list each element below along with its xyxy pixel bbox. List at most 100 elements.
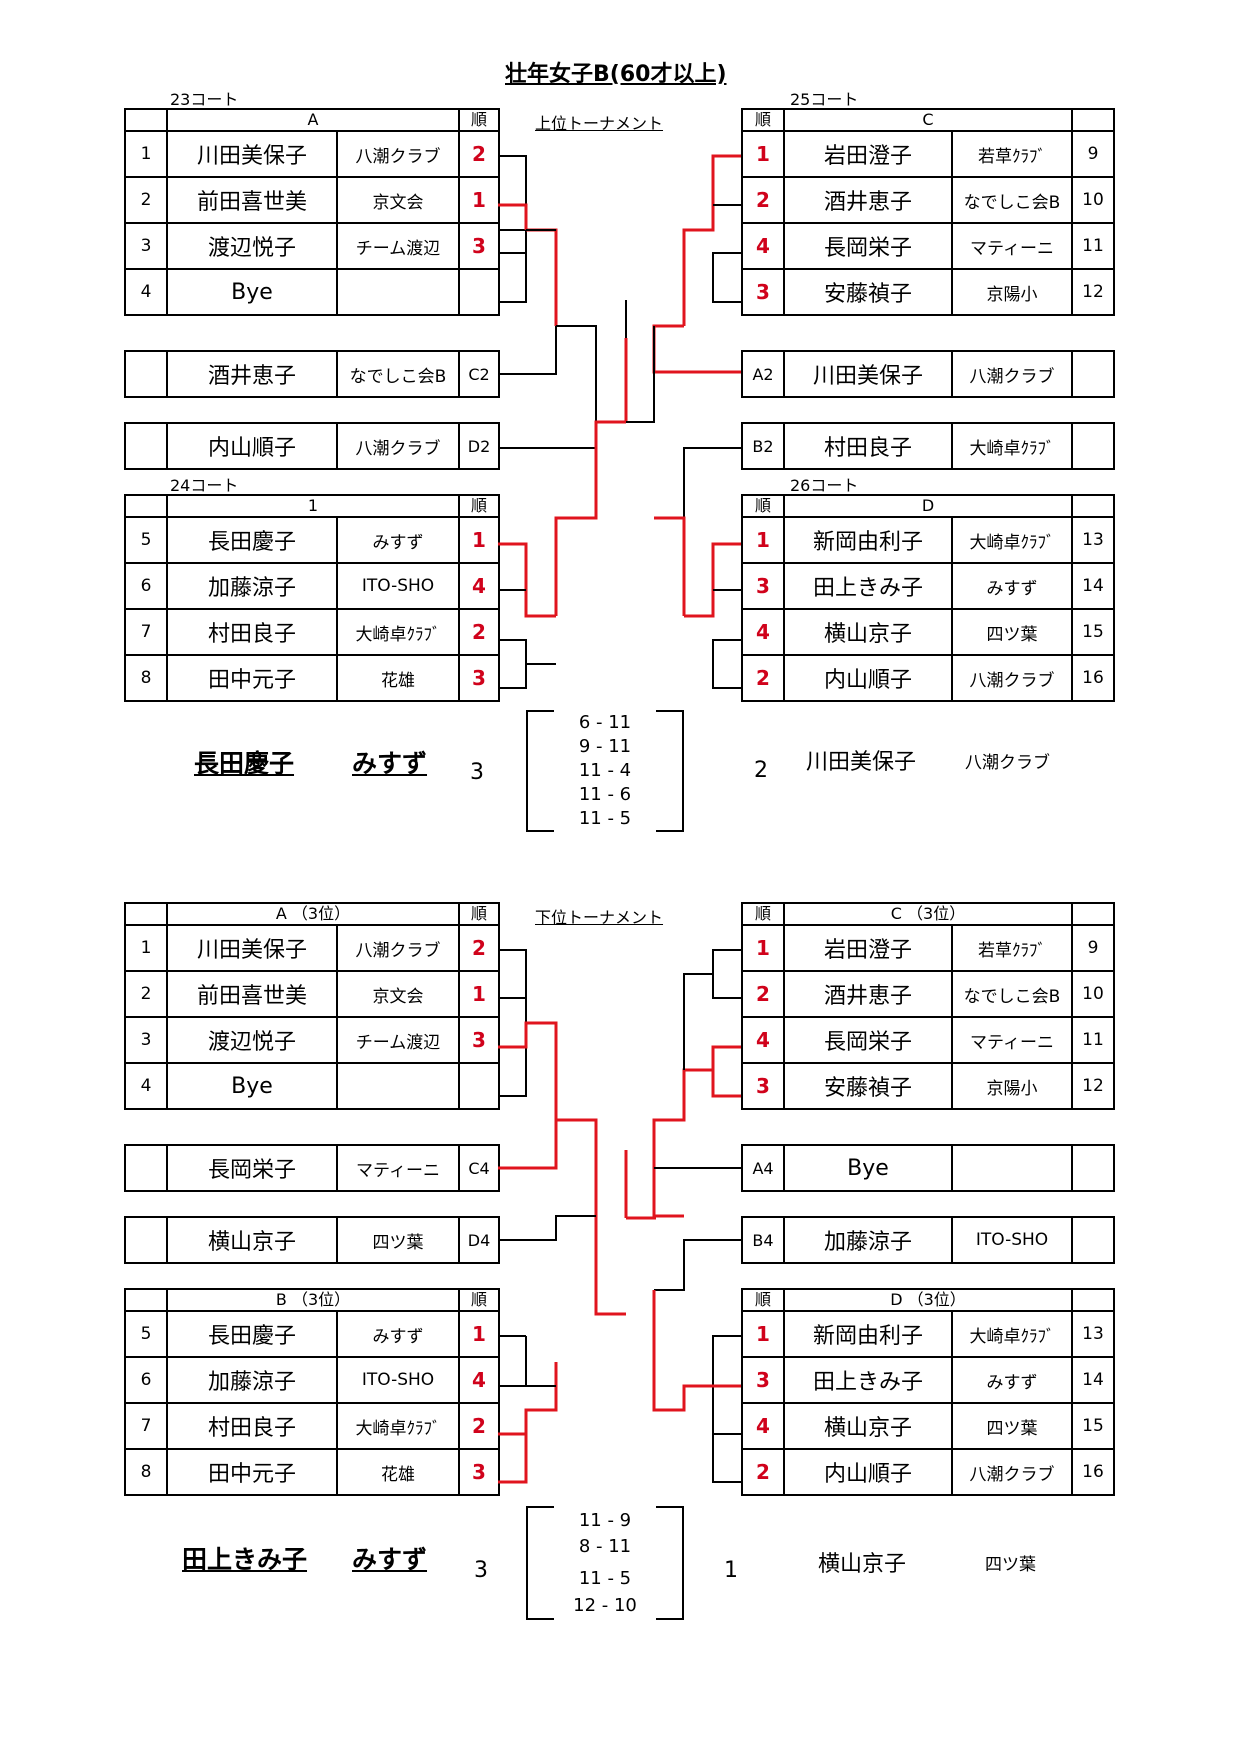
player-number: 5	[124, 1310, 168, 1358]
game-score: 11 - 5	[578, 1568, 632, 1589]
player-number: 6	[124, 562, 168, 610]
bracket-line	[712, 949, 741, 999]
player-club: ITO-SHO	[951, 1216, 1073, 1264]
final-loser-name: 横山京子	[818, 1552, 907, 1577]
player-number: 15	[1071, 1402, 1115, 1450]
player-name: 安藤禎子	[783, 268, 953, 316]
group-header: C	[783, 108, 1073, 132]
empty-cell	[1071, 1216, 1115, 1264]
player-number: 12	[1071, 1062, 1115, 1110]
player-rank: 1	[741, 130, 785, 178]
player-club: マティーニ	[951, 222, 1073, 270]
player-name: 内山順子	[783, 1448, 953, 1496]
player-club: 花雄	[336, 654, 460, 702]
player-name: 加藤涼子	[166, 562, 338, 610]
player-name: 長岡栄子	[166, 1144, 338, 1192]
rank-header: 順	[741, 1288, 785, 1312]
player-name: 横山京子	[166, 1216, 338, 1264]
player-number: 4	[124, 1062, 168, 1110]
player-rank: 3	[741, 268, 785, 316]
player-number: 2	[124, 970, 168, 1018]
game-score: 12 - 10	[573, 1595, 637, 1616]
empty-cell	[124, 350, 168, 398]
final-winner-name: 田上きみ子	[182, 1545, 308, 1574]
player-name: 内山順子	[166, 422, 338, 470]
bracket-winner-line	[498, 1120, 558, 1170]
player-name: 長田慶子	[166, 1310, 338, 1358]
rank-header: 順	[741, 494, 785, 518]
final-loser-games: 1	[724, 1558, 738, 1583]
seed-label: A2	[741, 350, 785, 398]
player-rank: 2	[458, 608, 500, 656]
group-header: 1	[166, 494, 460, 518]
player-club: 四ツ葉	[951, 1402, 1073, 1450]
player-name: 渡辺悦子	[166, 222, 338, 270]
player-club	[336, 1062, 460, 1110]
player-club: 八潮クラブ	[336, 422, 460, 470]
empty-cell	[1071, 422, 1115, 470]
player-number: 1	[124, 924, 168, 972]
player-club: 八潮クラブ	[951, 654, 1073, 702]
player-number: 1	[124, 130, 168, 178]
player-number: 10	[1071, 176, 1115, 224]
player-name: 川田美保子	[783, 350, 953, 398]
group-header: B （3位）	[166, 1288, 460, 1312]
final-loser-club: 八潮クラブ	[965, 753, 1050, 773]
player-club: 八潮クラブ	[336, 924, 460, 972]
game-score: 11 - 6	[578, 784, 632, 805]
player-number: 11	[1071, 222, 1115, 270]
player-name: 長岡栄子	[783, 1016, 953, 1064]
player-name: 田中元子	[166, 654, 338, 702]
player-rank: 4	[458, 1356, 500, 1404]
group-header: A	[166, 108, 460, 132]
player-rank: 2	[741, 1448, 785, 1496]
player-name: 新岡由利子	[783, 516, 953, 564]
final-winner-games: 3	[470, 760, 484, 785]
header-cell	[124, 494, 168, 518]
player-rank: 2	[458, 130, 500, 178]
player-number: 9	[1071, 130, 1115, 178]
game-score: 11 - 4	[578, 760, 632, 781]
player-name: 岩田澄子	[783, 130, 953, 178]
final-loser-games: 2	[754, 758, 768, 783]
player-rank: 1	[458, 970, 500, 1018]
bracket-line	[498, 326, 557, 375]
seed-label: B4	[741, 1216, 785, 1264]
player-rank: 1	[458, 516, 500, 564]
player-number: 2	[124, 176, 168, 224]
player-club: 八潮クラブ	[951, 1448, 1073, 1496]
player-rank: 4	[458, 562, 500, 610]
empty-cell	[124, 1216, 168, 1264]
player-club	[336, 268, 460, 316]
bracket-line	[712, 639, 741, 689]
game-score: 9 - 11	[578, 736, 632, 757]
upper-tournament-label: 上位トーナメント	[535, 114, 664, 133]
player-rank: 2	[741, 970, 785, 1018]
player-name: 安藤禎子	[783, 1062, 953, 1110]
player-club: 八潮クラブ	[336, 130, 460, 178]
player-number: 13	[1071, 1310, 1115, 1358]
player-number: 4	[124, 268, 168, 316]
bracket-winner-line	[498, 1021, 558, 1120]
player-club: 京文会	[336, 970, 460, 1018]
player-number: 13	[1071, 516, 1115, 564]
player-number: 7	[124, 1402, 168, 1450]
bracket-winner-line	[652, 1068, 713, 1218]
player-name: 川田美保子	[166, 924, 338, 972]
player-club: 四ツ葉	[336, 1216, 460, 1264]
player-name: 前田喜世美	[166, 970, 338, 1018]
player-rank: 4	[741, 1016, 785, 1064]
